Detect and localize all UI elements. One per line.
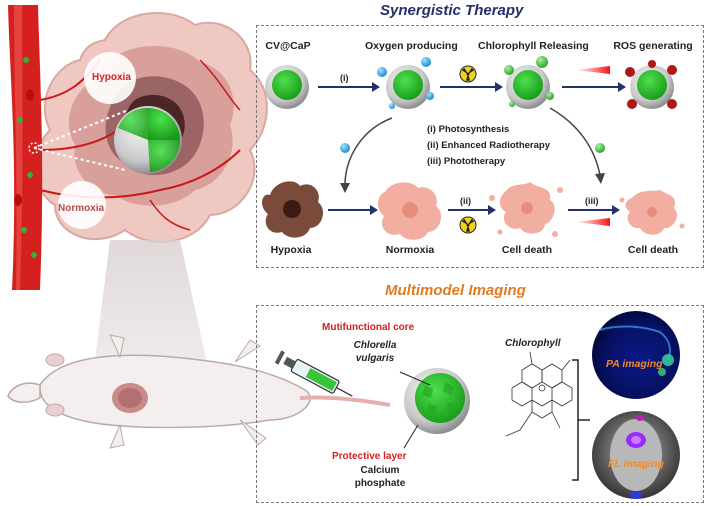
mechanism-3: (iii) Phototherapy <box>427 156 506 167</box>
label-ros-generating: ROS generating <box>613 40 693 52</box>
mechanism-2: (ii) Enhanced Radiotherapy <box>427 140 550 151</box>
laser-icon <box>575 66 610 74</box>
imaging-panel <box>256 305 704 503</box>
pa-imaging-label: PA imaging <box>606 358 663 370</box>
curved-arrow-left <box>344 117 393 186</box>
arrowhead-1 <box>372 82 380 92</box>
label-oxygen-producing: Oxygen producing <box>365 40 458 52</box>
curved-arrow-right <box>549 107 601 176</box>
arrowhead-2 <box>495 82 503 92</box>
label-cv-cap: CV@CaP <box>265 40 311 52</box>
blood-vessel <box>8 5 43 290</box>
cell-hypoxia <box>262 181 324 238</box>
synergistic-panel <box>256 25 704 268</box>
nanoparticle-large <box>114 106 182 174</box>
cell-death-2 <box>619 190 685 235</box>
oxygen-dot <box>340 143 350 153</box>
radiation-icon <box>459 65 477 83</box>
fl-imaging-label: FL imaging <box>608 458 664 470</box>
zoom-line <box>33 147 126 171</box>
core-name-1: Chlorella <box>353 340 397 351</box>
pa-imaging-image <box>592 311 680 399</box>
radiation-icon-bottom <box>459 216 477 234</box>
fl-imaging-image <box>592 411 680 499</box>
layer-name-1: Calcium <box>360 465 400 476</box>
core-label: Mutifunctional core <box>322 322 415 333</box>
chlorophyll-structure <box>505 351 573 437</box>
curved-arrowhead-left <box>340 183 350 193</box>
laser-icon-bottom <box>575 218 610 226</box>
cell-death-1 <box>489 182 563 237</box>
nanoparticle-imaging <box>404 368 470 434</box>
chlorophyll-label: Chlorophyll <box>505 338 561 349</box>
step-i: (i) <box>340 73 349 83</box>
callout-line-core <box>399 371 431 386</box>
arrowhead-b2 <box>488 205 496 215</box>
particle-cv-cap <box>265 65 309 109</box>
layer-label: Protective layer <box>332 451 407 462</box>
cell-normoxia <box>377 182 442 240</box>
particle-chlorophyll-release <box>504 56 554 109</box>
zoom-line <box>33 109 129 149</box>
arrowhead-b3 <box>612 205 620 215</box>
core-name-2: vulgaris <box>355 353 395 364</box>
mechanism-1: (i) Photosynthesis <box>427 124 510 135</box>
zoom-origin <box>28 142 40 154</box>
step-ii: (ii) <box>460 196 471 206</box>
hypoxia-label: Hypoxia <box>92 72 131 83</box>
step-iii: (iii) <box>585 196 599 206</box>
arrowhead-b1 <box>370 205 378 215</box>
mouse-illustration <box>7 334 391 449</box>
label-normoxia: Normoxia <box>385 244 435 256</box>
label-hypoxia: Hypoxia <box>270 244 312 256</box>
callout-line-layer <box>403 424 419 449</box>
layer-name-2: phosphate <box>354 478 406 489</box>
syringe-icon <box>274 350 353 397</box>
imaging-title: Multimodel Imaging <box>385 282 526 299</box>
chlorophyll-dot <box>595 143 605 153</box>
synergistic-title: Synergistic Therapy <box>380 2 524 19</box>
label-chlorophyll-releasing: Chlorophyll Releasing <box>478 40 589 52</box>
normoxia-label: Normoxia <box>58 203 105 214</box>
particle-oxygen <box>377 57 434 109</box>
label-cell-death-2: Cell death <box>627 244 679 256</box>
particle-ros <box>625 60 677 109</box>
arrowhead-3 <box>618 82 626 92</box>
curved-arrowhead-right <box>595 173 605 184</box>
label-cell-death-1: Cell death <box>501 244 553 256</box>
